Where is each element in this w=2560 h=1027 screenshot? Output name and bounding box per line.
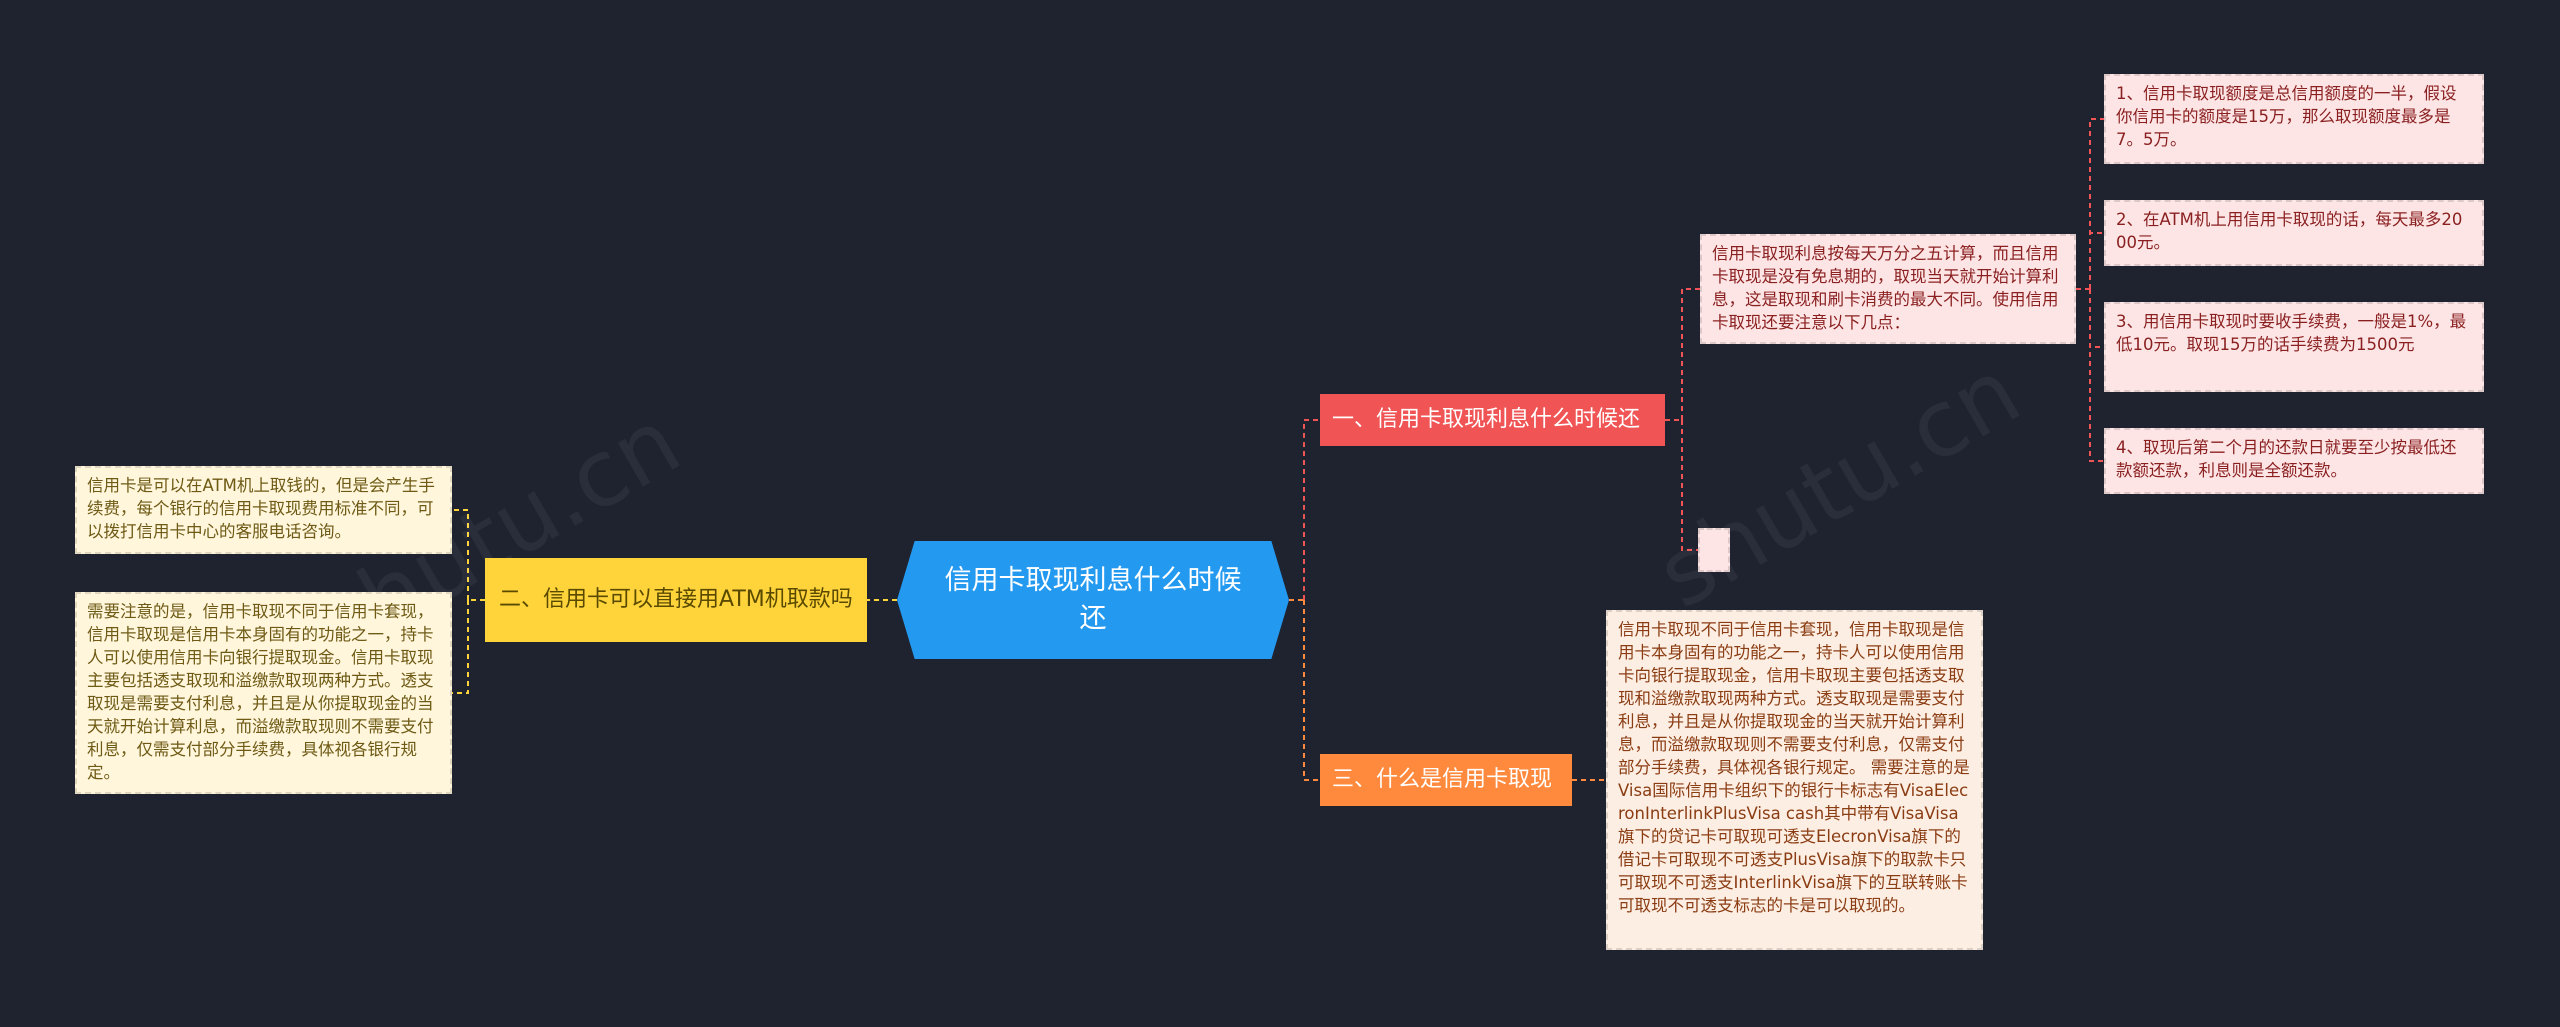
root-topic[interactable]: 信用卡取现利息什么时候还 [897, 541, 1289, 659]
branch-topic-2[interactable]: 二、信用卡可以直接用ATM机取款吗 [485, 558, 867, 642]
connector-note-p3 [2089, 289, 2104, 348]
leaf-atm-fee[interactable]: 信用卡是可以在ATM机上取钱的，但是会产生手续费，每个银行的信用卡取现费用标准不… [75, 466, 452, 554]
watermark: shutu.cn [1639, 337, 2038, 630]
leaf-atm-fee-text: 信用卡是可以在ATM机上取钱的，但是会产生手续费，每个银行的信用卡取现费用标准不… [87, 476, 435, 541]
connector-b2-l1 [452, 509, 469, 600]
leaf-cash-advance-definition[interactable]: 信用卡取现不同于信用卡套现，信用卡取现是信用卡本身固有的功能之一，持卡人可以使用… [1606, 610, 1983, 950]
connector-b1-note [1681, 288, 1700, 420]
connector-b2-l2 [452, 600, 469, 694]
connector-note-p1 [2089, 118, 2104, 289]
leaf-point-1[interactable]: 1、信用卡取现额度是总信用额度的一半，假设你信用卡的额度是15万，那么取现额度最… [2104, 74, 2484, 164]
leaf-point-3[interactable]: 3、用信用卡取现时要收手续费，一般是1%，最低10元。取现15万的话手续费为15… [2104, 302, 2484, 392]
leaf-point-1-text: 1、信用卡取现额度是总信用额度的一半，假设你信用卡的额度是15万，那么取现额度最… [2116, 84, 2457, 149]
root-topic-label: 信用卡取现利息什么时候还 [944, 565, 1242, 634]
branch-topic-3[interactable]: 三、什么是信用卡取现 [1320, 754, 1572, 806]
leaf-point-4[interactable]: 4、取现后第二个月的还款日就要至少按最低还款额还款，利息则是全额还款。 [2104, 428, 2484, 494]
leaf-cash-advance-definition-text: 信用卡取现不同于信用卡套现，信用卡取现是信用卡本身固有的功能之一，持卡人可以使用… [1618, 620, 1970, 915]
branch-topic-1[interactable]: 一、信用卡取现利息什么时候还 [1320, 394, 1665, 446]
leaf-point-2-text: 2、在ATM机上用信用卡取现的话，每天最多2000元。 [2116, 210, 2463, 252]
connector-note-p2 [2089, 232, 2104, 289]
connector-note-p4 [2089, 289, 2104, 462]
leaf-point-2[interactable]: 2、在ATM机上用信用卡取现的话，每天最多2000元。 [2104, 200, 2484, 266]
connector-root-b3 [1303, 600, 1320, 781]
connector-b1-empty [1681, 420, 1698, 551]
leaf-empty[interactable] [1698, 528, 1730, 572]
connector-root-b1 [1303, 419, 1320, 600]
branch-topic-3-label: 三、什么是信用卡取现 [1332, 767, 1553, 792]
branch-topic-2-label: 二、信用卡可以直接用ATM机取款吗 [499, 587, 853, 612]
leaf-interest-note[interactable]: 信用卡取现利息按每天万分之五计算，而且信用卡取现是没有免息期的，取现当天就开始计… [1700, 234, 2076, 344]
leaf-atm-notice-text: 需要注意的是，信用卡取现不同于信用卡套现，信用卡取现是信用卡本身固有的功能之一，… [87, 602, 434, 782]
branch-topic-1-label: 一、信用卡取现利息什么时候还 [1332, 407, 1641, 432]
leaf-atm-notice[interactable]: 需要注意的是，信用卡取现不同于信用卡套现，信用卡取现是信用卡本身固有的功能之一，… [75, 592, 452, 794]
leaf-point-4-text: 4、取现后第二个月的还款日就要至少按最低还款额还款，利息则是全额还款。 [2116, 438, 2457, 480]
leaf-point-3-text: 3、用信用卡取现时要收手续费，一般是1%，最低10元。取现15万的话手续费为15… [2116, 312, 2467, 354]
leaf-interest-note-text: 信用卡取现利息按每天万分之五计算，而且信用卡取现是没有免息期的，取现当天就开始计… [1712, 244, 2059, 332]
